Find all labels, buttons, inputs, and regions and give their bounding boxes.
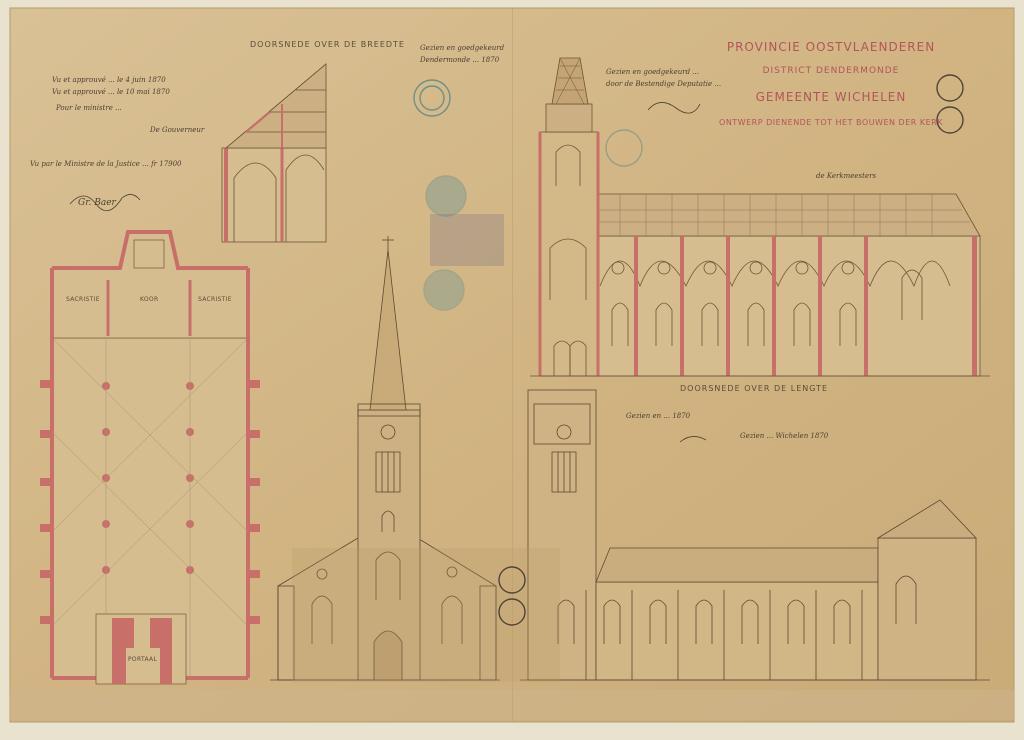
note-center-1: Gezien en goedgekeurd: [420, 44, 505, 52]
note-center-2: Dendermonde ... 1870: [420, 56, 500, 64]
plan-middle-room-label: KOOR: [140, 296, 159, 303]
plan-left-room-label: SACRISTIE: [66, 296, 100, 303]
side-elevation-drawing: [520, 389, 990, 681]
center-fold-line: [512, 8, 513, 722]
purple-stamp: [430, 214, 504, 266]
signature-right: de Kerkmeesters: [816, 172, 877, 180]
front-elevation-drawing: [270, 236, 500, 681]
title-subtitle: ONTWERP DIENENDE TOT HET BOUWEN DER KERK: [719, 118, 943, 127]
long-section-label: DOORSNEDE OVER DE LENGTE: [680, 384, 829, 393]
floor-plan: [40, 230, 260, 685]
note-right-1: Gezien en goedgekeurd ...: [606, 68, 699, 76]
cross-section-drawing: [221, 63, 327, 243]
note-approval-1: Vu et approuvé ... le 4 juin 1870: [52, 76, 166, 84]
note-approval-3: Pour le ministre ...: [56, 104, 122, 112]
title-province: PROVINCIE OOSTVLAENDEREN: [726, 40, 936, 54]
longitudinal-section-drawing: [530, 57, 990, 377]
signature-scribbles: [69, 102, 707, 443]
plan-right-room-label: SACRISTIE: [198, 296, 232, 303]
note-bottom-center: Gezien ... Wichelen 1870: [740, 432, 829, 440]
title-municipality: GEMEENTE WICHELEN: [755, 90, 907, 104]
cross-section-label: DOORSNEDE OVER DE BREEDTE: [250, 40, 405, 49]
note-approval-4: De Gouverneur: [150, 126, 205, 134]
title-district: DISTRICT DENDERMONDE: [762, 66, 900, 76]
water-stain: [292, 548, 560, 682]
note-mid-right: Gezien en ... 1870: [626, 412, 691, 420]
note-right-2: door de Bestendige Deputatie ...: [606, 80, 722, 88]
signature-left: Gr. Baer: [78, 198, 116, 208]
note-approval-2: Vu et approuvé ... le 10 mai 1870: [52, 88, 170, 96]
plan-entrance-label: PORTAAL: [128, 656, 158, 663]
official-stamps: [413, 74, 964, 626]
note-ministry: Vu par le Ministre de la Justice ... fr …: [30, 160, 182, 168]
